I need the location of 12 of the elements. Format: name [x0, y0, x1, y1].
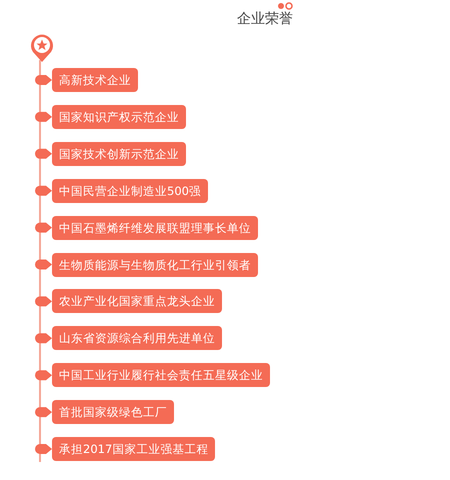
honor-tag: 高新技术企业: [52, 68, 138, 92]
honor-tag: 国家知识产权示范企业: [52, 104, 186, 129]
honor-tag: 农业产业化国家重点龙头企业: [52, 289, 222, 314]
honor-tag: 中国石墨烯纤维发展联盟理事长单位: [52, 216, 258, 240]
honor-tag: 承担2017国家工业强基工程: [52, 437, 216, 461]
honor-tag: 国家技术创新示范企业: [52, 142, 186, 166]
honor-tag: 中国工业行业履行社会责任五星级企业: [52, 363, 270, 388]
honor-tag: 首批国家级绿色工厂: [52, 400, 174, 424]
title: 企业荣誉: [236, 10, 294, 28]
honor-tag: 山东省资源综合利用先进单位: [52, 326, 222, 350]
honor-tag: 生物质能源与生物质化工行业引领者: [52, 252, 258, 276]
honor-tag: 中国民营企业制造业500强: [52, 178, 208, 203]
